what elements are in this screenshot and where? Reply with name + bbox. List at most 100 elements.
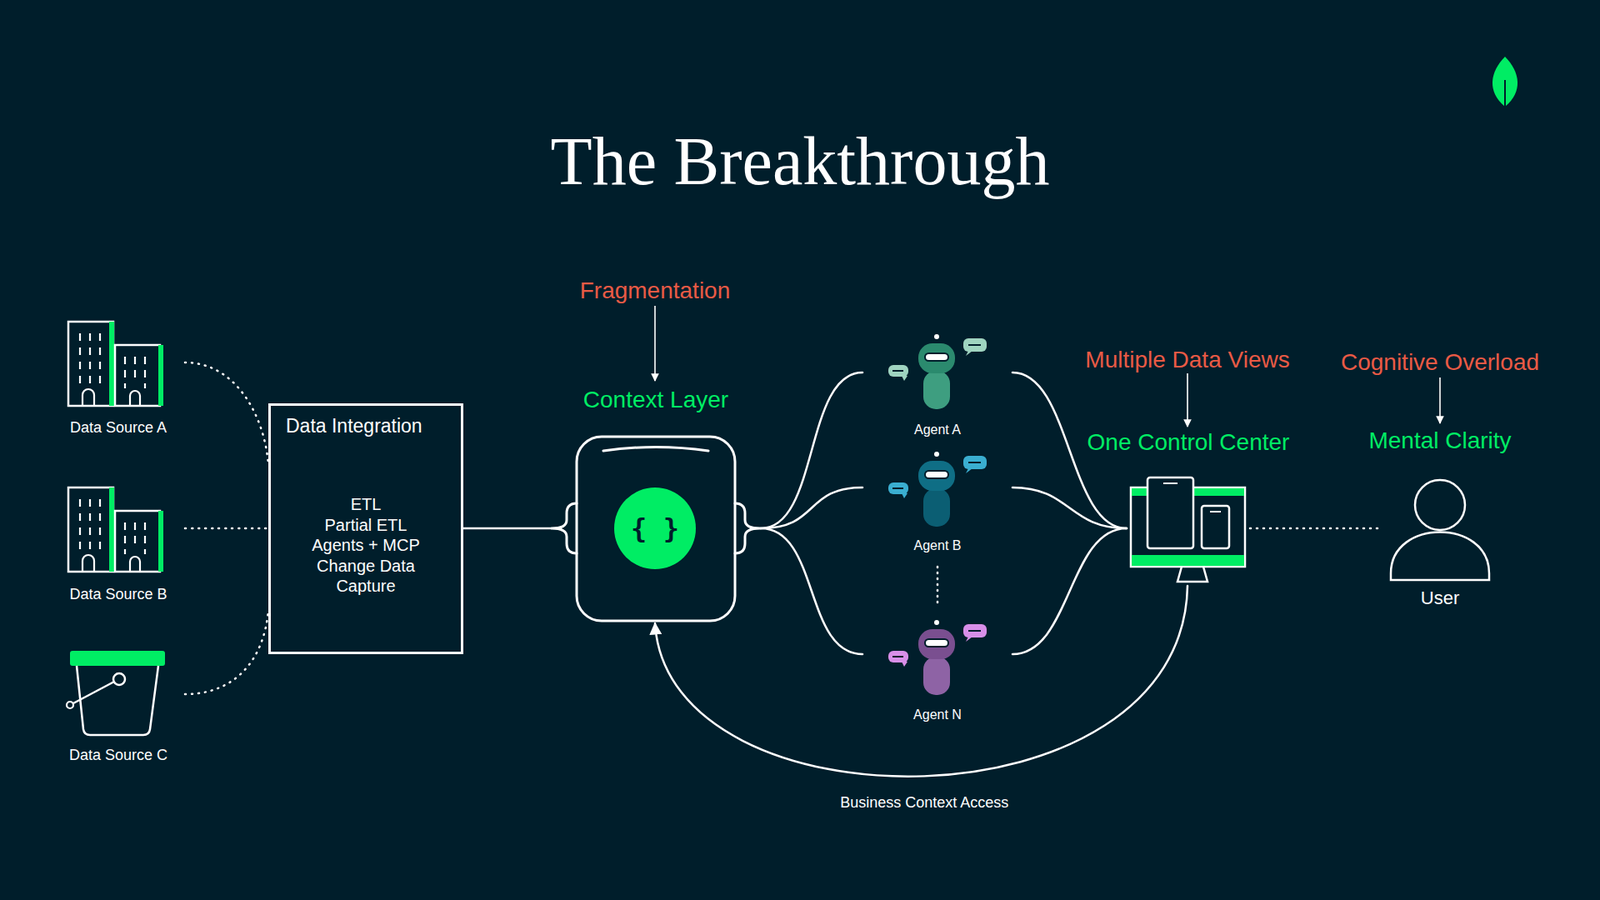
robot-icon <box>963 338 987 352</box>
robot-icon <box>963 624 987 638</box>
node-label: Context Layer <box>489 385 823 415</box>
monitor-icon <box>1131 555 1245 566</box>
connector <box>760 372 863 529</box>
robot-icon <box>892 487 904 490</box>
edge-label: Business Context Access <box>757 793 1091 812</box>
robot-icon <box>901 661 908 667</box>
robot-icon <box>968 630 981 632</box>
monitor-icon <box>1177 566 1208 582</box>
monitor-icon <box>1147 477 1194 549</box>
node-label: Data Integration <box>285 414 461 438</box>
connector <box>185 362 269 465</box>
leader-arrow <box>1439 377 1441 424</box>
robot-icon <box>934 451 940 457</box>
bucket-icon <box>70 650 165 666</box>
user-icon <box>1390 480 1490 580</box>
connector <box>1012 528 1127 655</box>
agent: Agent A <box>862 330 1013 440</box>
bucket-icon <box>66 650 165 735</box>
context-frame <box>576 436 735 621</box>
data-source: Data Source B <box>51 482 185 606</box>
annotation-label: Fragmentation <box>446 276 864 305</box>
ellipsis-dots <box>936 566 940 607</box>
robot-icon <box>918 629 955 660</box>
building-icon <box>68 487 164 572</box>
leaf-logo <box>1504 80 1506 110</box>
brace-right <box>735 503 760 554</box>
list-item: Change Data Capture <box>299 555 433 597</box>
node-label: Data Source A <box>35 418 202 437</box>
robot-icon <box>923 656 950 695</box>
item-list: ETLPartial ETLAgents + MCPChange Data Ca… <box>270 494 461 597</box>
building-icon <box>68 321 164 406</box>
node-label: User <box>1356 587 1524 610</box>
leader-arrow <box>1186 373 1189 427</box>
monitor-icon <box>1130 477 1245 582</box>
connector <box>1250 527 1380 530</box>
connector <box>185 527 269 530</box>
agent: Agent B <box>862 447 1013 558</box>
robot-icon <box>923 488 950 527</box>
node-label: Agent N <box>862 706 1013 723</box>
slide-title: The Breakthrough <box>0 121 1600 202</box>
context-lid <box>603 447 709 452</box>
robot-icon <box>892 370 904 372</box>
node-label: One Control Center <box>1021 428 1355 457</box>
brace-left <box>551 503 577 554</box>
context-layer: Context Layer{ } <box>550 433 761 624</box>
annotation-label: Multiple Data Views <box>979 345 1396 375</box>
robot-icon <box>934 334 940 340</box>
bucket-icon <box>66 701 74 709</box>
robot-icon <box>963 455 987 470</box>
connector <box>185 610 269 695</box>
data-source: Data Source A <box>51 316 185 440</box>
robot-icon <box>888 365 909 377</box>
bucket-icon <box>76 665 159 735</box>
robot-icon <box>888 334 987 410</box>
node-label: Data Source C <box>35 745 202 765</box>
node-label: Data Source B <box>35 585 202 604</box>
robot-icon <box>892 655 904 658</box>
bucket-icon <box>71 681 115 705</box>
monitor-icon <box>1201 505 1230 549</box>
robot-icon <box>888 451 987 527</box>
leaf-logo <box>1492 56 1518 110</box>
bucket-icon <box>113 673 125 685</box>
robot-icon <box>968 344 981 346</box>
robot-icon <box>925 470 949 479</box>
robot-icon <box>965 350 973 356</box>
control-center: One Control Center <box>1126 473 1250 586</box>
data-source: Data Source C <box>51 647 185 770</box>
robot-icon <box>965 636 973 642</box>
robot-icon <box>925 353 949 361</box>
node-label: Agent A <box>862 421 1013 438</box>
robot-icon <box>923 370 950 410</box>
robot-icon <box>918 460 955 491</box>
list-item: ETL <box>299 494 433 515</box>
robot-icon <box>888 620 987 695</box>
user: User <box>1379 475 1501 613</box>
agent: Agent N <box>862 615 1013 726</box>
robot-icon <box>925 639 949 647</box>
robot-icon <box>965 468 973 474</box>
robot-icon <box>901 493 908 499</box>
node-label: Agent B <box>862 537 1013 554</box>
list-item: Partial ETL <box>299 515 433 536</box>
robot-icon <box>888 482 909 495</box>
context-core: { } <box>614 487 696 570</box>
connector <box>655 585 1188 777</box>
robot-icon <box>888 650 909 663</box>
monitor-icon <box>1163 482 1178 485</box>
integration-box: Data IntegrationETLPartial ETLAgents + M… <box>268 403 464 655</box>
node-label: { } <box>614 511 696 545</box>
connector <box>1012 487 1127 529</box>
monitor-icon <box>1210 510 1221 513</box>
list-item: Agents + MCP <box>299 535 433 556</box>
robot-icon <box>968 461 981 464</box>
leader-arrow <box>654 305 656 381</box>
robot-icon <box>918 343 955 374</box>
leader-arrow <box>655 305 1440 427</box>
robot-icon <box>934 620 940 625</box>
user-icon <box>1415 480 1465 530</box>
